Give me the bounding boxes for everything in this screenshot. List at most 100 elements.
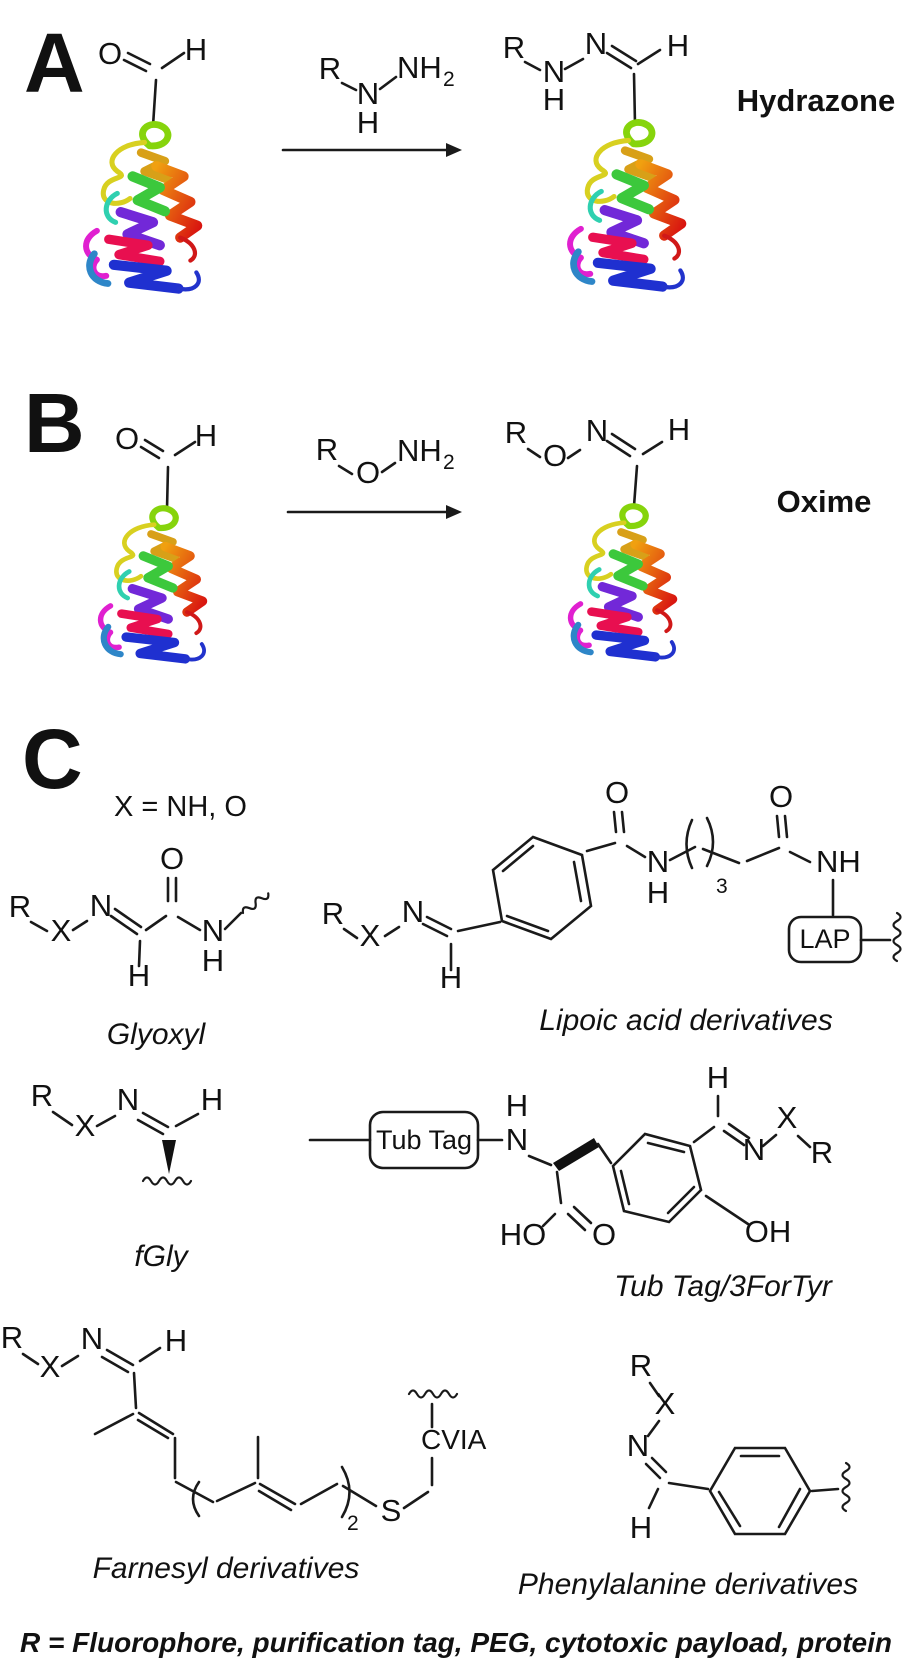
x-group: X xyxy=(655,1386,676,1421)
hydrazone-label: Hydrazone xyxy=(737,83,895,118)
nitrogen-atom: N xyxy=(743,1132,765,1167)
panel-c-label: C xyxy=(22,712,83,806)
x-group: X xyxy=(360,918,381,953)
nitrogen-atom: N xyxy=(627,1428,649,1463)
hydrogen-atom: H xyxy=(195,418,217,453)
phenylalanine-name: Phenylalanine derivatives xyxy=(518,1568,858,1601)
r-group: R xyxy=(316,432,338,467)
x-group: X xyxy=(40,1349,61,1384)
structure-phenylalanine: R X N H xyxy=(627,1348,851,1545)
glyoxyl-name: Glyoxyl xyxy=(107,1018,207,1051)
subscript-two: 2 xyxy=(347,1512,359,1535)
r-group: R xyxy=(505,415,527,450)
benzene-ring xyxy=(708,1446,812,1536)
arrowhead xyxy=(446,505,462,519)
oxygen-atom: O xyxy=(356,455,380,490)
left-parenthesis xyxy=(685,818,694,870)
oxime-product-structure: R O N H xyxy=(505,412,690,508)
r-group: R xyxy=(9,889,31,924)
panel-a-label: A xyxy=(24,16,85,110)
aldehyde-structure: O H xyxy=(115,418,217,511)
hydrogen-atom: H xyxy=(707,1060,729,1095)
reaction-arrow xyxy=(286,505,462,519)
left-parenthesis xyxy=(191,1480,201,1518)
structure-tubtag: Tub Tag H N HO O H N X R OH xyxy=(308,1060,833,1252)
hydrogen-atom: H xyxy=(440,960,462,995)
structure-lipoic-acid: R X N H O N H 3 O NH LAP xyxy=(322,775,902,995)
x-group: X xyxy=(777,1100,798,1135)
oxime-label: Oxime xyxy=(777,484,872,519)
wedge-bond xyxy=(553,1138,599,1171)
nitrogen-atom: N xyxy=(543,54,565,89)
hydrogen-atom: H xyxy=(668,412,690,447)
oxygen-atom: O xyxy=(543,438,567,473)
hydrogen-atom: H xyxy=(630,1510,652,1545)
structure-glyoxyl: R X N H O N H xyxy=(9,841,270,993)
nitrogen-atom: N xyxy=(357,76,379,111)
benzene-ring xyxy=(611,1132,703,1224)
oxygen-atom: O xyxy=(160,841,184,876)
hydrogen-atom: H xyxy=(202,943,224,978)
nitrogen-atom: N xyxy=(585,26,607,61)
panel-a: A O H R N H NH 2 xyxy=(24,16,895,289)
protein-ribbon-image xyxy=(86,124,199,289)
r-group: R xyxy=(503,30,525,65)
hydrogen-atom: H xyxy=(357,105,379,140)
nitrogen-atom: N xyxy=(506,1122,528,1157)
r-group: R xyxy=(1,1320,23,1355)
oxygen-atom: O xyxy=(592,1217,616,1252)
cvia-peptide-label: CVIA xyxy=(421,1424,487,1455)
tubtag-name: Tub Tag/3ForTyr xyxy=(614,1270,833,1303)
panel-b-label: B xyxy=(24,376,85,470)
subscript-two: 2 xyxy=(443,68,455,91)
hydrogen-atom: H xyxy=(667,28,689,63)
hydrogen-atom: H xyxy=(543,82,565,117)
r-definition-footer: R = Fluorophore, purification tag, PEG, … xyxy=(20,1627,892,1658)
hydrogen-atom: H xyxy=(185,32,207,67)
nitrogen-atom: N xyxy=(647,844,669,879)
hydrogen-atom: H xyxy=(165,1323,187,1358)
reaction-arrow xyxy=(281,143,462,157)
protein-ribbon-image xyxy=(571,506,674,657)
protein-ribbon-image xyxy=(570,122,683,287)
nh-group: NH xyxy=(816,844,861,879)
aminooxy-reagent: R O NH 2 xyxy=(316,432,455,490)
subscript-two: 2 xyxy=(443,451,455,474)
panel-b: B O H R O NH 2 R xyxy=(24,376,871,660)
nitrogen-atom: N xyxy=(402,894,424,929)
nitrogen-atom: N xyxy=(81,1321,103,1356)
farnesyl-name: Farnesyl derivatives xyxy=(93,1552,360,1585)
arrowhead xyxy=(446,143,462,157)
panel-c: C X = NH, O R X N H O N H Glyoxyl xyxy=(1,712,902,1601)
oxygen-atom: O xyxy=(115,421,139,456)
sulfur-atom: S xyxy=(381,1493,402,1528)
x-group: X xyxy=(75,1108,96,1143)
wedge-bond xyxy=(162,1140,176,1174)
nitrogen-atom: N xyxy=(586,413,608,448)
hydrogen-atom: H xyxy=(647,875,669,910)
subscript-three: 3 xyxy=(716,875,728,898)
r-group: R xyxy=(811,1135,833,1170)
nh-group: NH xyxy=(397,50,442,85)
nitrogen-atom: N xyxy=(117,1082,139,1117)
oh-group: OH xyxy=(745,1214,792,1249)
x-definition: X = NH, O xyxy=(114,791,247,823)
r-group: R xyxy=(319,51,341,86)
hydrazine-reagent: R N H NH 2 xyxy=(319,50,455,140)
protein-ribbon-image xyxy=(101,508,204,659)
nh-group: NH xyxy=(397,433,442,468)
aldehyde-structure: O H xyxy=(98,32,207,128)
hydrazone-product-structure: R N H N H xyxy=(503,26,689,126)
structure-farnesyl: R X N H 2 S CVIA xyxy=(1,1320,487,1535)
structure-fgly: R X N H xyxy=(31,1078,223,1186)
tub-tag-label: Tub Tag xyxy=(376,1125,472,1155)
r-group: R xyxy=(31,1078,53,1113)
x-group: X xyxy=(51,913,72,948)
hydrogen-atom: H xyxy=(201,1082,223,1117)
nitrogen-atom: N xyxy=(202,913,224,948)
r-group: R xyxy=(322,896,344,931)
nitrogen-atom: N xyxy=(90,888,112,923)
right-parenthesis xyxy=(340,1465,351,1519)
